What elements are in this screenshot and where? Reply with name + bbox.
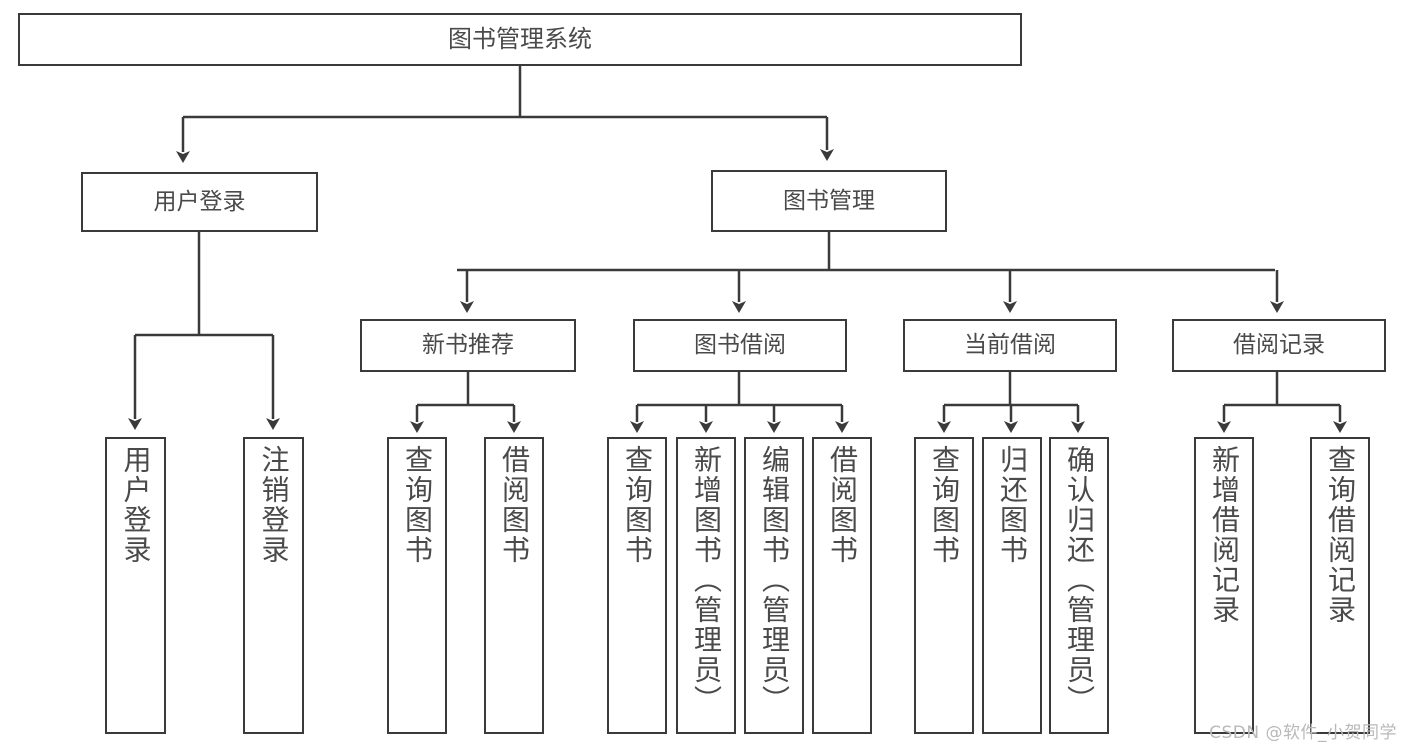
node-leaf-query-book-borrow[interactable]: 查询图书 — [607, 437, 667, 734]
node-leaf-return-book[interactable]: 归还图书 — [982, 437, 1042, 734]
node-leaf-borrow-book[interactable]: 借阅图书 — [812, 437, 872, 734]
node-new-book-recommend[interactable]: 新书推荐 — [360, 319, 576, 372]
node-label: 借阅图书 — [498, 445, 531, 565]
node-label: 归还图书 — [996, 445, 1029, 565]
node-book-management[interactable]: 图书管理 — [711, 170, 947, 232]
node-leaf-borrow-book-newbook[interactable]: 借阅图书 — [484, 437, 544, 734]
node-label: 查询图书 — [401, 445, 434, 565]
node-label: 用户登录 — [153, 188, 246, 215]
node-leaf-query-borrow-record[interactable]: 查询借阅记录 — [1310, 437, 1370, 734]
node-label: 查询图书 — [621, 445, 654, 565]
node-label: 图书管理 — [783, 187, 875, 214]
node-book-borrow[interactable]: 图书借阅 — [633, 319, 847, 372]
node-leaf-logout[interactable]: 注销登录 — [243, 437, 304, 734]
node-leaf-add-borrow-record[interactable]: 新增借阅记录 — [1194, 437, 1254, 734]
node-label: 新增图书（管理员） — [690, 445, 723, 715]
node-user-login[interactable]: 用户登录 — [81, 172, 318, 232]
node-label: 编辑图书（管理员） — [758, 445, 791, 715]
node-borrow-record[interactable]: 借阅记录 — [1172, 319, 1386, 372]
node-label: 注销登录 — [257, 445, 291, 565]
node-current-borrow[interactable]: 当前借阅 — [903, 319, 1117, 372]
node-label: 新书推荐 — [422, 332, 514, 359]
node-label: 当前借阅 — [964, 332, 1056, 359]
node-label: 查询图书 — [928, 445, 961, 565]
node-label: 用户登录 — [119, 445, 153, 565]
node-label: 借阅记录 — [1233, 332, 1325, 359]
node-root-book-management-system[interactable]: 图书管理系统 — [18, 13, 1022, 66]
node-label: 图书管理系统 — [448, 24, 592, 53]
node-label: 新增借阅记录 — [1208, 445, 1241, 625]
node-leaf-add-book-admin[interactable]: 新增图书（管理员） — [676, 437, 736, 734]
node-label: 图书借阅 — [694, 332, 786, 359]
node-label: 查询借阅记录 — [1324, 445, 1357, 625]
node-leaf-confirm-return-admin[interactable]: 确认归还（管理员） — [1049, 437, 1109, 734]
node-label: 确认归还（管理员） — [1063, 445, 1096, 715]
node-leaf-query-book-newbook[interactable]: 查询图书 — [387, 437, 447, 734]
node-leaf-edit-book-admin[interactable]: 编辑图书（管理员） — [744, 437, 804, 734]
node-leaf-query-book-current[interactable]: 查询图书 — [914, 437, 974, 734]
node-leaf-user-login[interactable]: 用户登录 — [105, 437, 166, 734]
node-label: 借阅图书 — [826, 445, 859, 565]
